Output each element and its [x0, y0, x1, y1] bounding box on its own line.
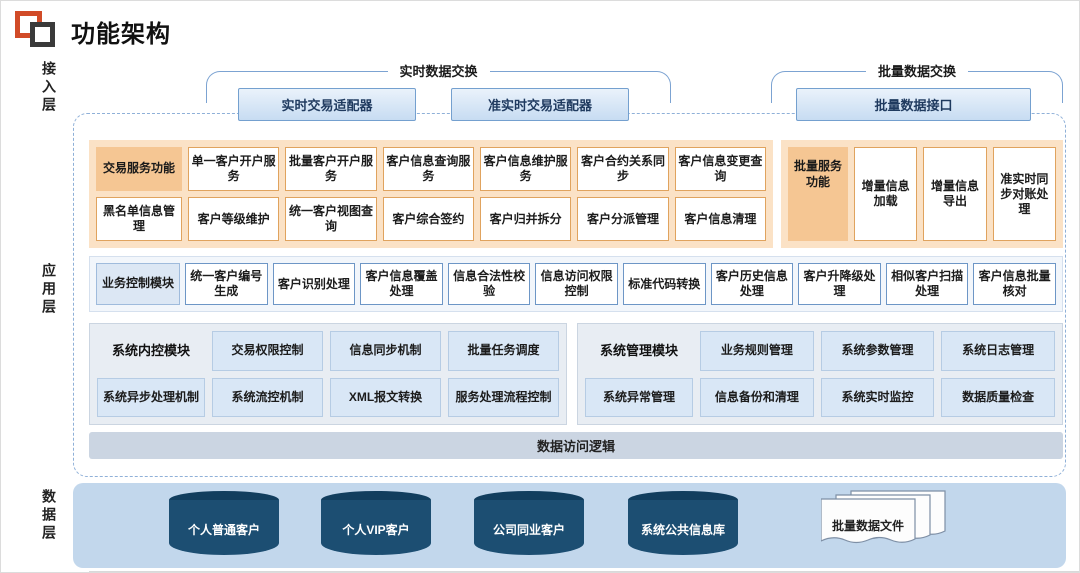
business-control-box: 统一客户编号生成 — [185, 263, 268, 305]
batch-service-box: 准实时同步对账处理 — [992, 147, 1056, 241]
page-title: 功能架构 — [71, 21, 171, 48]
system-internal-box: 批量任务调度 — [448, 331, 559, 371]
adapter-realtime: 实时交易适配器 — [238, 88, 416, 121]
business-control-label: 业务控制模块 — [96, 263, 180, 305]
system-internal-panel: 系统内控模块 交易权限控制 信息同步机制 批量任务调度 系统异步处理机制 系统流… — [89, 323, 567, 425]
system-internal-box: 系统异步处理机制 — [97, 377, 205, 417]
business-control-box: 信息访问权限控制 — [535, 263, 618, 305]
system-management-box: 系统实时监控 — [820, 377, 935, 417]
tx-service-box: 客户信息清理 — [674, 197, 766, 241]
cylinder-body-icon — [321, 500, 431, 555]
tx-service-box: 客户信息查询服务 — [382, 147, 474, 191]
database-cylinder: 公司同业客户 — [474, 491, 584, 555]
tx-service-box: 客户分派管理 — [577, 197, 669, 241]
business-control-box: 客户历史信息处理 — [710, 263, 794, 305]
system-internal-label: 系统内控模块 — [111, 342, 190, 358]
batch-file-stack: 批量数据文件 — [820, 489, 953, 553]
batch-service-box: 增量信息导出 — [923, 147, 987, 241]
batch-file-label: 批量数据文件 — [831, 519, 904, 533]
system-management-box: 信息备份和清理 — [700, 377, 814, 417]
realtime-exchange-bracket: 实时数据交换 — [206, 61, 671, 103]
business-control-panel: 业务控制模块 统一客户编号生成 客户识别处理 客户信息覆盖处理 信息合法性校验 … — [89, 256, 1063, 312]
batch-exchange-label: 批量数据交换 — [865, 61, 969, 80]
system-management-panel: 系统管理模块 业务规则管理 系统参数管理 系统日志管理 系统异常管理 信息备份和… — [577, 323, 1063, 425]
batch-exchange-bracket: 批量数据交换 — [771, 61, 1063, 103]
tx-service-box: 客户综合签约 — [382, 197, 474, 241]
database-label: 系统公共信息库 — [640, 522, 725, 537]
layer-label-data: 数据层 — [41, 489, 57, 543]
system-management-box: 系统参数管理 — [820, 331, 935, 371]
batch-services-panel: 批量服务功能 增量信息加载 增量信息导出 准实时同步对账处理 — [781, 140, 1063, 248]
system-management-box: 业务规则管理 — [700, 331, 814, 371]
cylinder-body-icon — [628, 500, 738, 555]
tx-service-box: 客户等级维护 — [188, 197, 280, 241]
business-control-box: 相似客户扫描处理 — [885, 263, 969, 305]
business-control-box: 客户升降级处理 — [798, 263, 881, 305]
database-label: 个人VIP客户 — [342, 522, 410, 537]
bottom-divider — [89, 571, 1079, 572]
business-control-box: 信息合法性校验 — [447, 263, 531, 305]
business-control-box: 标准代码转换 — [622, 263, 706, 305]
tx-service-box: 客户归并拆分 — [480, 197, 572, 241]
database-cylinder: 系统公共信息库 — [628, 491, 738, 555]
transaction-services-panel: 交易服务功能 单一客户开户服务 批量客户开户服务 客户信息查询服务 客户信息维护… — [89, 140, 773, 248]
system-management-box: 系统日志管理 — [941, 331, 1055, 371]
tx-service-box: 客户合约关系同步 — [577, 147, 669, 191]
system-management-label: 系统管理模块 — [599, 342, 678, 358]
system-internal-box: 交易权限控制 — [212, 331, 323, 371]
tx-service-box: 单一客户开户服务 — [188, 147, 280, 191]
layer-label-access: 接入层 — [41, 61, 57, 115]
system-internal-box: 信息同步机制 — [330, 331, 441, 371]
batch-service-box: 增量信息加载 — [854, 147, 918, 241]
business-control-box: 客户识别处理 — [272, 263, 356, 305]
business-control-box: 客户信息批量核对 — [973, 263, 1056, 305]
database-cylinder: 个人VIP客户 — [321, 491, 431, 555]
system-internal-box: XML报文转换 — [330, 377, 441, 417]
database-cylinder: 个人普通客户 — [169, 491, 279, 555]
system-management-box: 系统异常管理 — [585, 377, 693, 417]
tx-services-label: 交易服务功能 — [96, 147, 182, 191]
layer-label-application: 应用层 — [41, 263, 57, 317]
tx-service-box: 批量客户开户服务 — [285, 147, 377, 191]
tx-service-box: 统一客户视图查询 — [285, 197, 377, 241]
document-stack-icon — [820, 490, 946, 544]
logo-dark-bracket-icon — [30, 22, 55, 47]
cylinder-body-icon — [169, 500, 279, 555]
system-management-box: 数据质量检查 — [941, 377, 1055, 417]
batch-services-label: 批量服务功能 — [788, 147, 848, 241]
adapter-quasi-realtime: 准实时交易适配器 — [451, 88, 629, 121]
tx-service-box: 客户信息维护服务 — [480, 147, 572, 191]
system-internal-box: 系统流控机制 — [212, 377, 323, 417]
logo — [15, 9, 61, 53]
database-label: 个人普通客户 — [187, 522, 260, 537]
database-label: 公司同业客户 — [492, 522, 565, 537]
business-control-box: 客户信息覆盖处理 — [360, 263, 443, 305]
adapter-batch-interface: 批量数据接口 — [796, 88, 1031, 121]
tx-service-box: 客户信息变更查询 — [674, 147, 766, 191]
cylinder-body-icon — [474, 500, 584, 555]
tx-service-box: 黑名单信息管理 — [96, 197, 182, 241]
system-internal-box: 服务处理流程控制 — [448, 377, 559, 417]
data-access-bar: 数据访问逻辑 — [89, 432, 1063, 459]
realtime-exchange-label: 实时数据交换 — [387, 61, 490, 80]
